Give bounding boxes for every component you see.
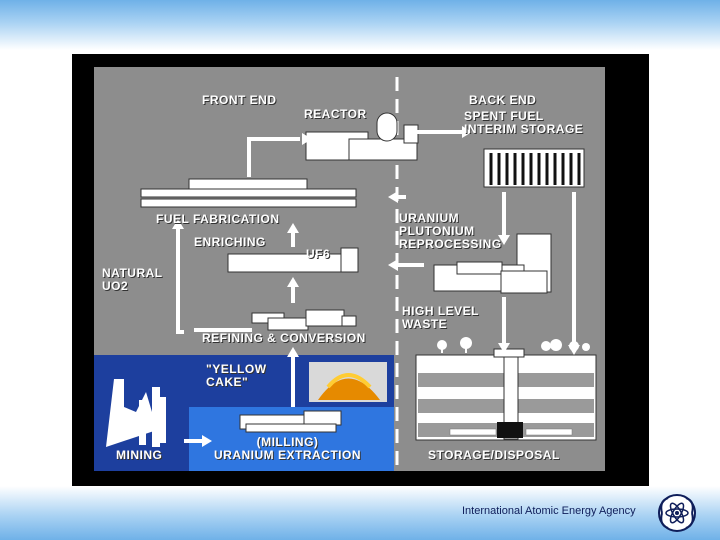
label-high-level-waste: HIGH LEVEL WASTE [402, 304, 480, 331]
label-reactor: REACTOR [304, 107, 367, 121]
diagram-graphics [94, 77, 597, 471]
top-gradient-band [0, 0, 720, 50]
enrichment-plant-icon [227, 247, 359, 273]
label-yellow-cake: "YELLOW CAKE" [206, 362, 267, 389]
mining-icon [106, 379, 166, 447]
label-uf6: UF6 [306, 247, 331, 261]
fuel-fabrication-icon [140, 178, 357, 208]
label-fuel-fabrication: FUEL FABRICATION [156, 212, 280, 226]
label-back-end: BACK END [469, 93, 537, 107]
interim-storage-icon [483, 148, 585, 188]
label-spent-fuel: SPENT FUEL INTERIM STORAGE [464, 109, 584, 136]
label-front-end: FRONT END [202, 93, 277, 107]
label-storage-disposal: STORAGE/DISPOSAL [428, 448, 560, 462]
iaea-logo-icon [658, 494, 696, 532]
label-uranium-plutonium: URANIUM PLUTONIUM REPROCESSING [399, 211, 502, 251]
label-enriching: ENRICHING [194, 235, 266, 249]
refining-plant-icon [251, 309, 357, 331]
reprocessing-plant-icon [433, 233, 552, 294]
bottom-gradient-band [0, 486, 720, 540]
reactor-icon [305, 112, 419, 161]
arrow-fab-to-reactor [247, 137, 299, 177]
milling-plant-icon [239, 410, 342, 433]
label-mining: MINING [116, 448, 163, 462]
label-natural-uo2: NATURAL UO2 [102, 266, 163, 293]
arrow-natural-uo2 [176, 225, 184, 334]
footer-org-name: International Atomic Energy Agency [462, 505, 636, 517]
label-milling: (MILLING) URANIUM EXTRACTION [214, 435, 361, 462]
arrow-heads [172, 126, 580, 447]
label-refining-conversion: REFINING & CONVERSION [202, 331, 366, 345]
yellow-cake-highlight [326, 373, 372, 389]
geological-repository-icon [415, 348, 597, 441]
fuel-cycle-diagram: FRONT END REACTOR BACK END SPENT FUEL IN… [94, 67, 605, 471]
